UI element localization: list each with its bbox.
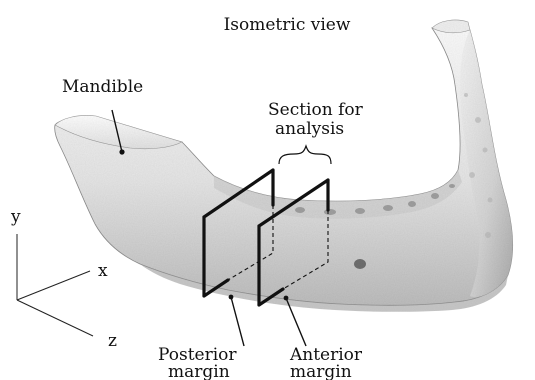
z-axis-line	[17, 300, 93, 336]
figure-title: Isometric view	[224, 15, 351, 35]
mandible-label: Mandible	[62, 77, 143, 97]
mandible-body	[55, 28, 513, 305]
mental-foramen	[354, 259, 366, 269]
section-label-line1: Section for	[268, 100, 364, 120]
mandible-leader-dot	[119, 149, 124, 154]
anterior-label-line2: margin	[290, 362, 352, 380]
x-axis-label: x	[98, 261, 108, 281]
posterior-leader	[231, 297, 244, 346]
mandible-bone	[55, 20, 513, 312]
coordinate-axes	[17, 234, 93, 336]
x-axis-line	[17, 271, 90, 300]
y-axis-label: y	[10, 207, 21, 227]
section-label-line2: analysis	[275, 119, 344, 139]
z-axis-label: z	[108, 331, 117, 351]
section-brace	[279, 146, 331, 164]
posterior-label-line2: margin	[168, 362, 230, 380]
